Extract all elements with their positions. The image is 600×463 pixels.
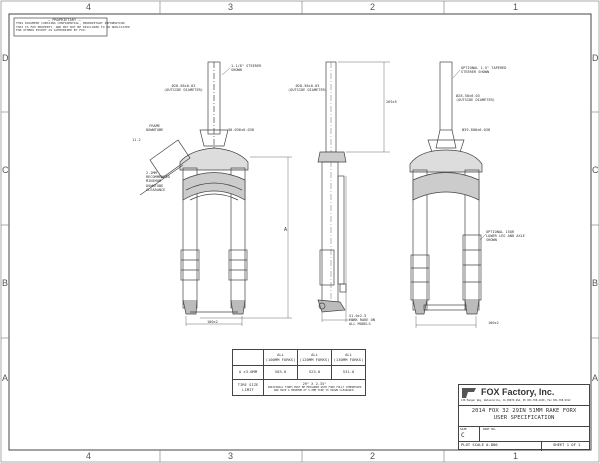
title-block-divider [541,441,542,451]
front-steerer-od: Ø28.58±0.03 (OUTSIDE DIAMETER) [164,84,203,93]
lower-leg-note: OPTIONAL 15QR LOWER LEG AND AXLE SHOWN [486,230,525,243]
zone-row-c-right: C [592,165,599,175]
proprietary-box [13,17,108,37]
part-number-label: PART NO. [483,427,497,431]
zone-col-2-top: 2 [370,2,376,12]
zone-row-b-right: B [592,278,599,288]
fox-logo-icon [462,388,476,398]
inner-border [8,13,592,451]
fork-rake-note: 51.0±2.5 FORK RAKE ON ALL MODELS [349,314,375,327]
company-name: FOX Factory, Inc. [481,387,555,397]
front-hub-width: 100±2 [207,320,218,324]
size-cell: SIZE C [459,426,480,441]
front-view-fork [139,61,292,326]
size-label: SIZE [460,427,467,431]
table-cell: 523.0 [297,365,332,380]
zone-col-1-top: 1 [513,2,519,12]
plot-scale: PLOT SCALE 0.800 [461,442,498,447]
offset-dimension: 11.2 [132,138,141,142]
zone-row-b-left: B [2,278,9,288]
clearance-note: 2.2MM RECOMMENDED MINIMUM DOWNTUBE CLEAR… [146,171,170,192]
drawing-title: 2014 FOX 32 29IN 51MM RAKE FORX USER SPE… [471,408,577,421]
company-address: 130 Hangar Way, Watsonville, CA 95076 US… [461,399,571,402]
front-crown-race: 30.036±0.038 [228,128,254,132]
right-steerer-od: Ø28.58±0.03 (OUTSIDE DIAMETER) [456,94,495,103]
right-crown-race: Ø39.808±0.038 [462,128,491,132]
size-value: C [461,432,465,439]
zone-row-d-left: D [2,53,9,63]
side-view-fork [317,61,390,322]
title-block: FOX Factory, Inc. 130 Hangar Way, Watson… [458,384,590,451]
zone-col-4-top: 4 [86,2,92,12]
title-block-company-row: FOX Factory, Inc. 130 Hangar Way, Watson… [459,385,589,406]
title-block-size-row: SIZE C PART NO. [459,426,589,442]
side-steerer-od: Ø28.58±0.03 (OUTSIDE DIAMETER) [288,84,327,93]
front-view-tapered-fork [409,61,487,328]
zone-col-2-bottom: 2 [370,451,376,461]
table-cell: 503.0 [263,365,298,380]
zone-col-1-bottom: 1 [513,451,519,461]
tire-size-value: 29" X 2.35" [302,381,327,386]
sheet-number: SHEET 1 OF 1 [553,442,581,447]
zone-col-4-bottom: 4 [86,451,92,461]
zone-col-3-bottom: 3 [228,451,234,461]
table-header: ALL (130MM FORKS) [331,349,366,366]
frame-downtube-label: FRAME DOWNTUBE [146,124,164,133]
dimension-a-label: A [284,227,288,233]
spec-table: ALL (100MM FORKS) ALL (120MM FORKS) ALL … [232,349,366,396]
steerer-length-dimension: 265±5 [386,100,397,104]
zone-row-c-left: C [2,165,9,175]
zone-row-d-right: D [592,53,599,63]
table-cell: 531.0 [331,365,366,380]
zone-row-a-left: A [2,373,9,383]
table-corner-cell [232,349,264,366]
tire-size-cell: 29" X 2.35" INDIVIDUAL TIRES MUST BE MEA… [263,379,366,396]
row-a-label: A ±3.0MM [232,365,264,380]
right-hub-width: 100±2 [488,321,499,325]
zone-row-a-right: A [592,373,599,383]
tire-clearance-note: INDIVIDUAL TIRES MUST BE MEASURED WITH F… [267,385,362,393]
zone-col-3-top: 3 [228,2,234,12]
title-block-title-row: 2014 FOX 32 29IN 51MM RAKE FORX USER SPE… [459,405,589,427]
table-header: ALL (100MM FORKS) [263,349,298,366]
proprietary-text: THIS DOCUMENT CONTAINS CONFIDENTIAL, PRO… [16,21,130,33]
front-steerer-note: 1-1/8" STEERER SHOWN [231,64,262,73]
tire-size-label: TIRE SIZE LIMIT [232,379,264,396]
table-header: ALL (120MM FORKS) [297,349,332,366]
tapered-steerer-note: OPTIONAL 1.5" TAPERED STEERER SHOWN [461,66,507,75]
proprietary-title: — PROPRIETARY — [48,18,81,22]
